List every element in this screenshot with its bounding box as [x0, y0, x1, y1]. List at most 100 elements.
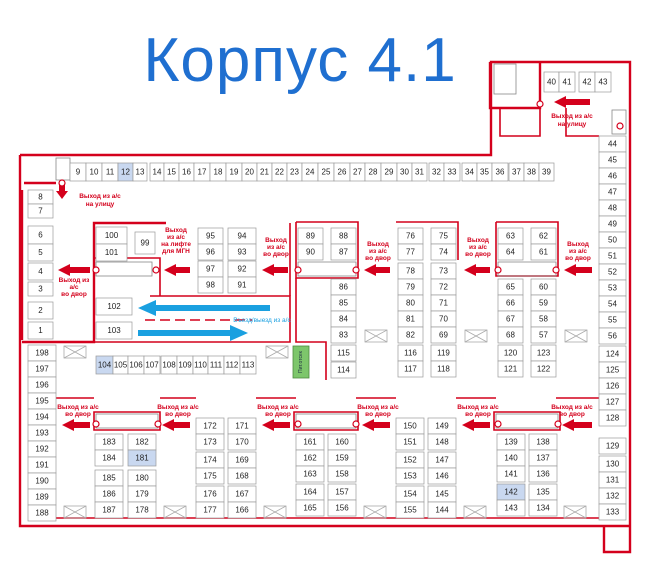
- parking-cell-168: [227, 467, 257, 485]
- parking-cell-56: [598, 327, 627, 345]
- parking-cell-label: 65: [506, 283, 515, 292]
- parking-cell-184: [94, 449, 124, 467]
- parking-cell-label: 107: [145, 361, 159, 370]
- exit-arrow-left: [58, 264, 90, 276]
- parking-cell-102: [95, 297, 133, 316]
- parking-cell-label: 1: [38, 326, 43, 335]
- parking-cell-label: 121: [504, 365, 518, 374]
- exit-arrow-lift: [164, 264, 190, 276]
- parking-cell-label: 116: [404, 349, 417, 358]
- parking-cell-4: [27, 262, 54, 281]
- parking-cell-label: 89: [306, 232, 315, 241]
- parking-cell-label: 193: [35, 429, 49, 438]
- parking-cell-label: 79: [406, 283, 415, 292]
- parking-cell-label: 56: [608, 332, 617, 341]
- parking-cell-label: 183: [102, 438, 116, 447]
- parking-cell-label: 163: [303, 470, 317, 479]
- parking-cell-label: 184: [102, 454, 116, 463]
- parking-cell-label: 90: [306, 248, 315, 257]
- parking-cell-2: [27, 301, 54, 320]
- parking-cell-label: 171: [235, 422, 249, 431]
- parking-cell-170: [227, 433, 257, 451]
- parking-cell-label: 66: [506, 299, 515, 308]
- parking-cell-label: 9: [76, 168, 81, 177]
- parking-cell-label: 28: [369, 168, 378, 177]
- parking-cell-label: 80: [406, 299, 415, 308]
- parking-cell-label: 159: [335, 454, 349, 463]
- parking-cell-label: 72: [439, 283, 448, 292]
- parking-cell-label: 146: [435, 472, 449, 481]
- parking-cell-label: 177: [203, 506, 217, 515]
- parking-cell-label: 170: [235, 438, 249, 447]
- parking-cell-label: 42: [583, 78, 592, 87]
- parking-cell-146: [427, 467, 457, 485]
- parking-cell-144: [427, 501, 457, 519]
- parking-cell-label: 191: [35, 461, 49, 470]
- parking-cell-label: 118: [437, 365, 450, 374]
- parking-cell-label: 68: [506, 331, 515, 340]
- parking-cell-label: 8: [38, 193, 43, 202]
- parking-cell-label: 120: [504, 349, 518, 358]
- parking-cell-label: 26: [338, 168, 347, 177]
- parking-cell-label: 173: [203, 438, 217, 447]
- parking-cell-113: [239, 355, 257, 375]
- parking-cell-label: 77: [406, 248, 415, 257]
- parking-cell-label: 151: [403, 438, 417, 447]
- parking-cell-label: 110: [194, 361, 207, 370]
- parking-cell-label: 27: [353, 168, 362, 177]
- parking-cell-83: [330, 326, 357, 344]
- parking-cell-93: [227, 243, 257, 261]
- parking-cell-151: [395, 433, 425, 451]
- parking-cell-36: [491, 162, 509, 182]
- parking-cell-label: 195: [35, 397, 49, 406]
- parking-cell-label: 197: [35, 365, 49, 374]
- parking-cell-label: 155: [403, 506, 417, 515]
- parking-cell-label: 182: [135, 438, 149, 447]
- parking-cell-label: 15: [167, 168, 176, 177]
- parking-cell-label: 57: [539, 331, 548, 340]
- parking-cell-31: [411, 162, 428, 182]
- parking-cell-134: [528, 499, 558, 517]
- parking-cell-label: 108: [162, 361, 176, 370]
- parking-cell-label: 166: [235, 506, 249, 515]
- parking-cell-label: 53: [608, 284, 617, 293]
- parking-cell-label: 174: [203, 456, 217, 465]
- parking-cell-68: [497, 326, 524, 344]
- parking-cell-label: 129: [606, 442, 620, 451]
- parking-cell-label: 148: [435, 438, 449, 447]
- parking-cell-label: 190: [35, 477, 49, 486]
- parking-cell-label: 106: [129, 361, 143, 370]
- parking-cell-181: [127, 449, 157, 467]
- parking-cell-label: 31: [415, 168, 424, 177]
- parking-cell-41: [558, 71, 576, 93]
- exit-arrow-bl-2: [162, 419, 190, 431]
- parking-cell-label: 113: [242, 361, 255, 370]
- parking-cell-label: 75: [439, 232, 448, 241]
- parking-cell-label: 43: [599, 78, 608, 87]
- parking-cell-label: 178: [135, 506, 149, 515]
- exit-arrow-bl-5: [462, 419, 490, 431]
- parking-cell-label: 36: [496, 168, 505, 177]
- parking-cell-label: 141: [504, 470, 518, 479]
- parking-cell-label: 179: [135, 490, 149, 499]
- parking-cell-136: [528, 465, 558, 483]
- parking-cell-label: 109: [178, 361, 192, 370]
- parking-cell-label: 17: [198, 168, 207, 177]
- parking-cell-label: 94: [238, 232, 247, 241]
- parking-cell-label: 67: [506, 315, 515, 324]
- parking-cell-label: 3: [38, 285, 43, 294]
- parking-cell-label: 127: [606, 398, 620, 407]
- parking-cell-label: 134: [536, 504, 550, 513]
- parking-cell-label: 198: [35, 349, 49, 358]
- parking-cell-label: 143: [504, 504, 518, 513]
- parking-cell-label: 196: [35, 381, 49, 390]
- parking-cell-label: 131: [606, 476, 620, 485]
- parking-cell-label: 22: [275, 168, 284, 177]
- parking-cell-label: 153: [403, 472, 417, 481]
- parking-cell-label: 176: [203, 490, 217, 499]
- parking-cell-99: [134, 231, 156, 255]
- parking-cell-label: 30: [400, 168, 409, 177]
- parking-cell-1: [27, 321, 54, 340]
